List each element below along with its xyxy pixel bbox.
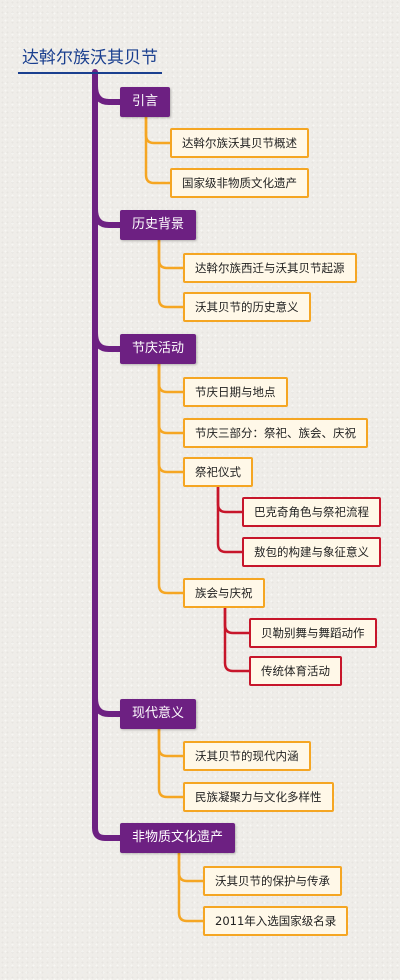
subtopic-connector-line — [216, 485, 244, 554]
section-modern-significance[interactable]: 现代意义 — [120, 699, 197, 729]
topic-connector-line — [157, 362, 185, 474]
topic-modern-connotation[interactable]: 沃其贝节的现代内涵 — [183, 741, 311, 771]
subtopic-connector-line — [216, 485, 244, 514]
sub-bakeqi-role[interactable]: 巴克奇角色与祭祀流程 — [242, 497, 381, 527]
topic-connector-line — [177, 851, 205, 883]
topic-protection-and-inheritance[interactable]: 沃其贝节的保护与传承 — [203, 866, 342, 896]
topic-gathering-and-celebration[interactable]: 族会与庆祝 — [183, 578, 265, 608]
topic-connector-line — [144, 115, 172, 185]
topic-historical-significance[interactable]: 沃其贝节的历史意义 — [183, 292, 311, 322]
sub-beilebie-dance[interactable]: 贝勒别舞与舞蹈动作 — [249, 618, 377, 648]
section-intangible-heritage[interactable]: 非物质文化遗产 — [120, 823, 236, 853]
topic-connector-line — [157, 362, 185, 595]
map-title[interactable]: 达斡尔族沃其贝节 — [18, 44, 162, 74]
section-branch-line — [92, 330, 123, 352]
topic-connector-line — [157, 238, 185, 309]
topic-2011-listing[interactable]: 2011年入选国家级名录 — [203, 906, 349, 936]
subtopic-connector-line — [223, 606, 251, 635]
topic-overview[interactable]: 达斡尔族沃其贝节概述 — [170, 128, 309, 158]
topic-connector-line — [157, 727, 185, 758]
section-festival-activities[interactable]: 节庆活动 — [120, 334, 197, 364]
topic-ethnic-cohesion[interactable]: 民族凝聚力与文化多样性 — [183, 782, 334, 812]
section-branch-line — [92, 83, 123, 105]
section-history[interactable]: 历史背景 — [120, 210, 197, 240]
topic-date-and-place[interactable]: 节庆日期与地点 — [183, 377, 288, 407]
topic-connector-line — [177, 851, 205, 923]
sub-obo-construction[interactable]: 敖包的构建与象征意义 — [242, 537, 381, 567]
topic-connector-line — [157, 238, 185, 270]
sub-traditional-sports[interactable]: 传统体育活动 — [249, 656, 342, 686]
topic-sacrifice-ritual[interactable]: 祭祀仪式 — [183, 457, 253, 487]
topic-connector-line — [144, 115, 172, 145]
main-trunk-line — [92, 69, 123, 841]
topic-connector-line — [157, 727, 185, 799]
section-introduction[interactable]: 引言 — [120, 87, 171, 117]
topic-three-parts[interactable]: 节庆三部分：祭祀、族会、庆祝 — [183, 418, 368, 448]
topic-national-heritage[interactable]: 国家级非物质文化遗产 — [170, 168, 309, 198]
section-branch-line — [92, 206, 123, 228]
subtopic-connector-line — [223, 606, 251, 673]
topic-westward-migration-origin[interactable]: 达斡尔族西迁与沃其贝节起源 — [183, 253, 357, 283]
section-branch-line — [92, 695, 123, 717]
topic-connector-line — [157, 362, 185, 435]
topic-connector-line — [157, 362, 185, 394]
